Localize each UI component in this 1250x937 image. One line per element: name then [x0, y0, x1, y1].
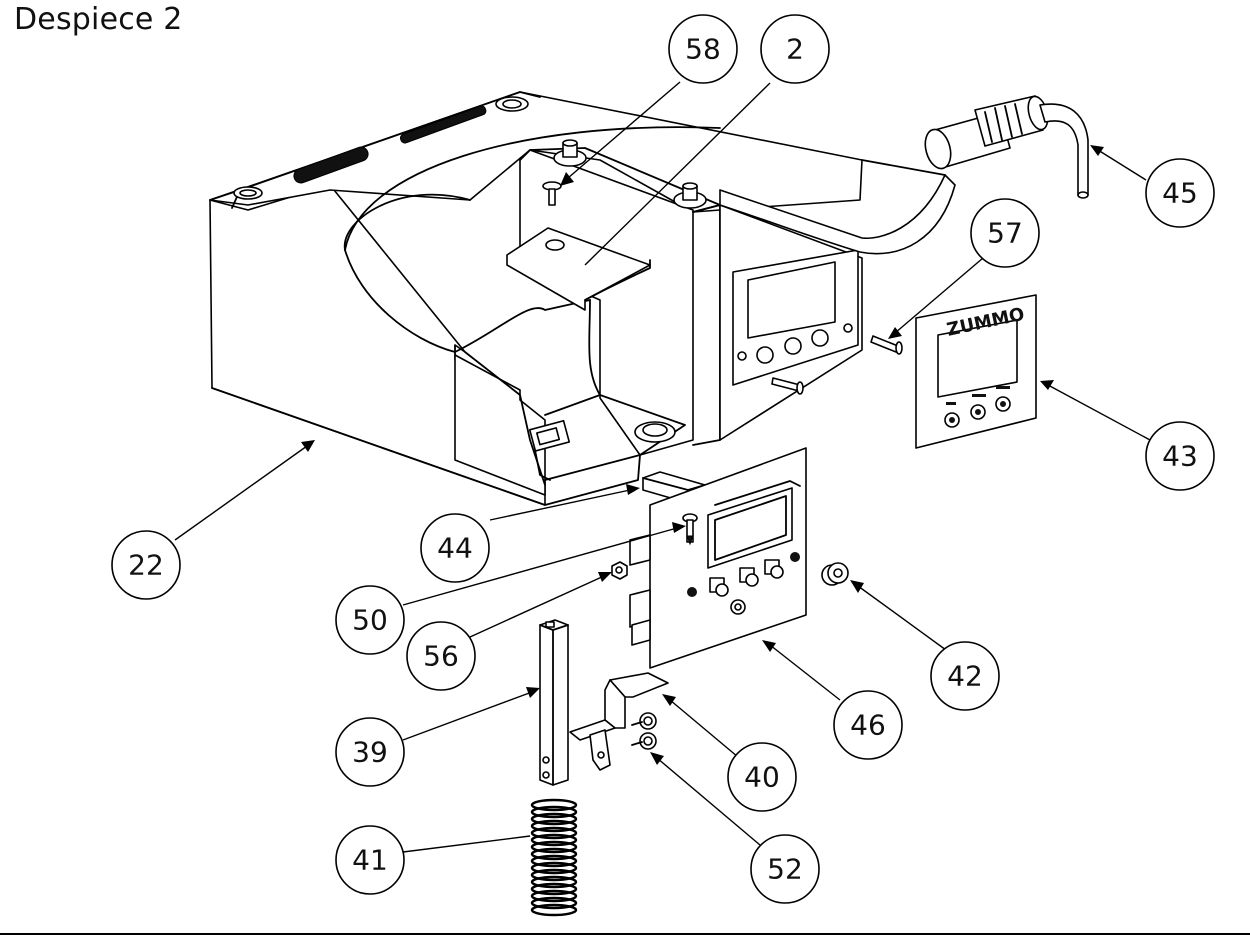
svg-text:56: 56 — [423, 640, 459, 673]
spring-coil — [530, 819, 578, 833]
callout-56: 56 — [406, 621, 476, 691]
spring-coil — [530, 798, 578, 812]
callout-39: 39 — [335, 717, 405, 787]
page-title: Despiece 2 — [14, 2, 183, 37]
bar-39 — [539, 619, 569, 786]
svg-text:57: 57 — [987, 217, 1023, 250]
callout-52: 52 — [750, 834, 820, 904]
svg-text:41: 41 — [352, 844, 388, 877]
screw-58 — [542, 181, 562, 206]
callout-45: 45 — [1145, 158, 1215, 228]
screws-52 — [631, 712, 657, 750]
callout-44: 44 — [420, 513, 490, 583]
spring-coil — [530, 868, 578, 882]
svg-text:42: 42 — [947, 660, 983, 693]
spring-coil — [530, 847, 578, 861]
spring-coil — [530, 854, 578, 868]
svg-text:39: 39 — [352, 736, 388, 769]
svg-text:46: 46 — [850, 709, 886, 742]
svg-text:52: 52 — [767, 853, 803, 886]
spring-coil — [530, 833, 578, 847]
spring-coil — [530, 826, 578, 840]
spring-coil — [530, 882, 578, 896]
pcb-46 — [629, 447, 807, 669]
spring-coil — [530, 889, 578, 903]
spacer-42 — [821, 562, 849, 586]
callout-58: 58 — [668, 14, 738, 84]
svg-text:43: 43 — [1162, 440, 1198, 473]
svg-text:40: 40 — [744, 761, 780, 794]
screw-57 — [771, 335, 903, 395]
svg-text:45: 45 — [1162, 177, 1198, 210]
callout-46: 46 — [833, 690, 903, 760]
spring-41 — [530, 798, 578, 917]
svg-text:2: 2 — [786, 33, 804, 66]
callout-2: 2 — [760, 14, 830, 84]
callout-41: 41 — [335, 825, 405, 895]
svg-text:50: 50 — [352, 604, 388, 637]
spring-coil — [530, 805, 578, 819]
nut-56 — [611, 561, 628, 580]
spring-coil — [530, 903, 578, 917]
callout-22: 22 — [111, 530, 181, 600]
housing — [209, 91, 956, 506]
leaders — [174, 81, 1151, 853]
spring-coil — [530, 840, 578, 854]
svg-text:22: 22 — [128, 549, 164, 582]
spring-coil — [530, 875, 578, 889]
spring-coil — [530, 861, 578, 875]
spring-coil — [530, 812, 578, 826]
callout-57: 57 — [970, 198, 1040, 268]
callout-50: 50 — [335, 585, 405, 655]
bracket-40 — [569, 672, 669, 771]
svg-text:44: 44 — [437, 532, 473, 565]
callout-42: 42 — [930, 641, 1000, 711]
svg-text:58: 58 — [685, 33, 721, 66]
callout-43: 43 — [1145, 421, 1215, 491]
faceplate-43: ZUMMO — [915, 294, 1037, 449]
screw-50 — [682, 513, 698, 546]
callout-40: 40 — [727, 742, 797, 812]
spring-coil — [530, 896, 578, 910]
sensor-cable-45 — [924, 95, 1089, 199]
